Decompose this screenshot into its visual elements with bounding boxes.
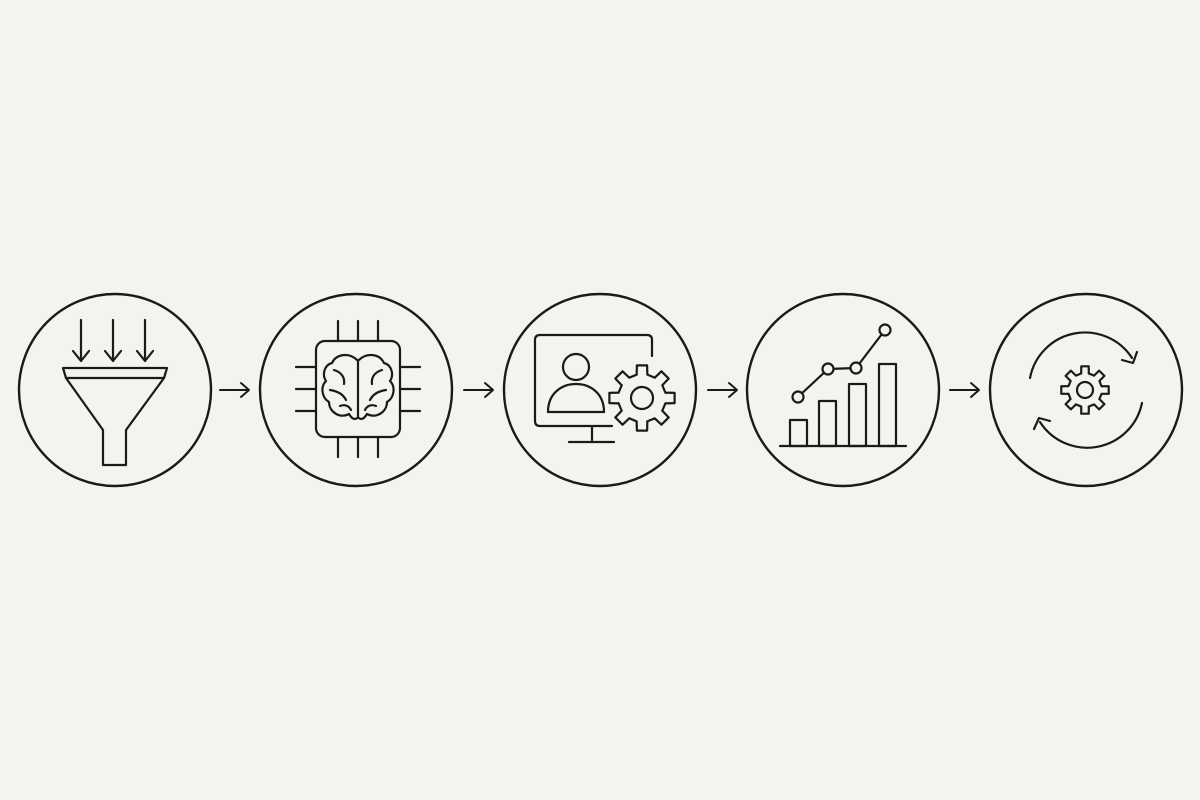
- gear-icon: [1060, 365, 1110, 415]
- step-3: [502, 292, 698, 488]
- monitor-user-gear-icon: [533, 333, 654, 444]
- step-5-circle: [988, 292, 1184, 488]
- step-5: [988, 292, 1184, 488]
- gear-icon: [608, 364, 676, 432]
- step-2-circle: [258, 292, 454, 488]
- step-2: [258, 292, 454, 488]
- step-3-circle: [502, 292, 698, 488]
- gear-outline: [608, 364, 676, 432]
- step-1-circle: [17, 292, 213, 488]
- funnel-icon: [61, 318, 169, 467]
- growth-chart-icon: [778, 323, 908, 448]
- gear-hole: [629, 385, 655, 411]
- gear-hole: [1075, 380, 1095, 400]
- step-4-circle: [745, 292, 941, 488]
- brain-chip-icon: [294, 319, 422, 459]
- step-4: [745, 292, 941, 488]
- arrow-right-icon: [949, 382, 980, 398]
- arrow-right-icon: [219, 382, 250, 398]
- arrow-right-icon: [707, 382, 738, 398]
- gear-cycle-icon: [1028, 331, 1144, 449]
- step-1: [17, 292, 213, 488]
- arrow-right-icon: [463, 382, 494, 398]
- gear-outline: [1060, 365, 1110, 415]
